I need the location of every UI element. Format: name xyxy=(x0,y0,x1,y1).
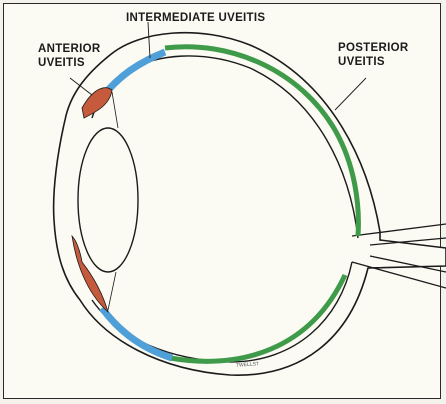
label-anterior-line1: ANTERIOR xyxy=(38,43,100,56)
pointer-posterior xyxy=(335,78,366,110)
label-anterior-line2: UVEITIS xyxy=(38,57,85,70)
label-intermediate: INTERMEDIATE UVEITIS xyxy=(126,12,265,25)
label-posterior-line1: POSTERIOR xyxy=(338,42,408,55)
label-posterior-line2: UVEITIS xyxy=(338,56,385,69)
lens xyxy=(78,128,138,272)
